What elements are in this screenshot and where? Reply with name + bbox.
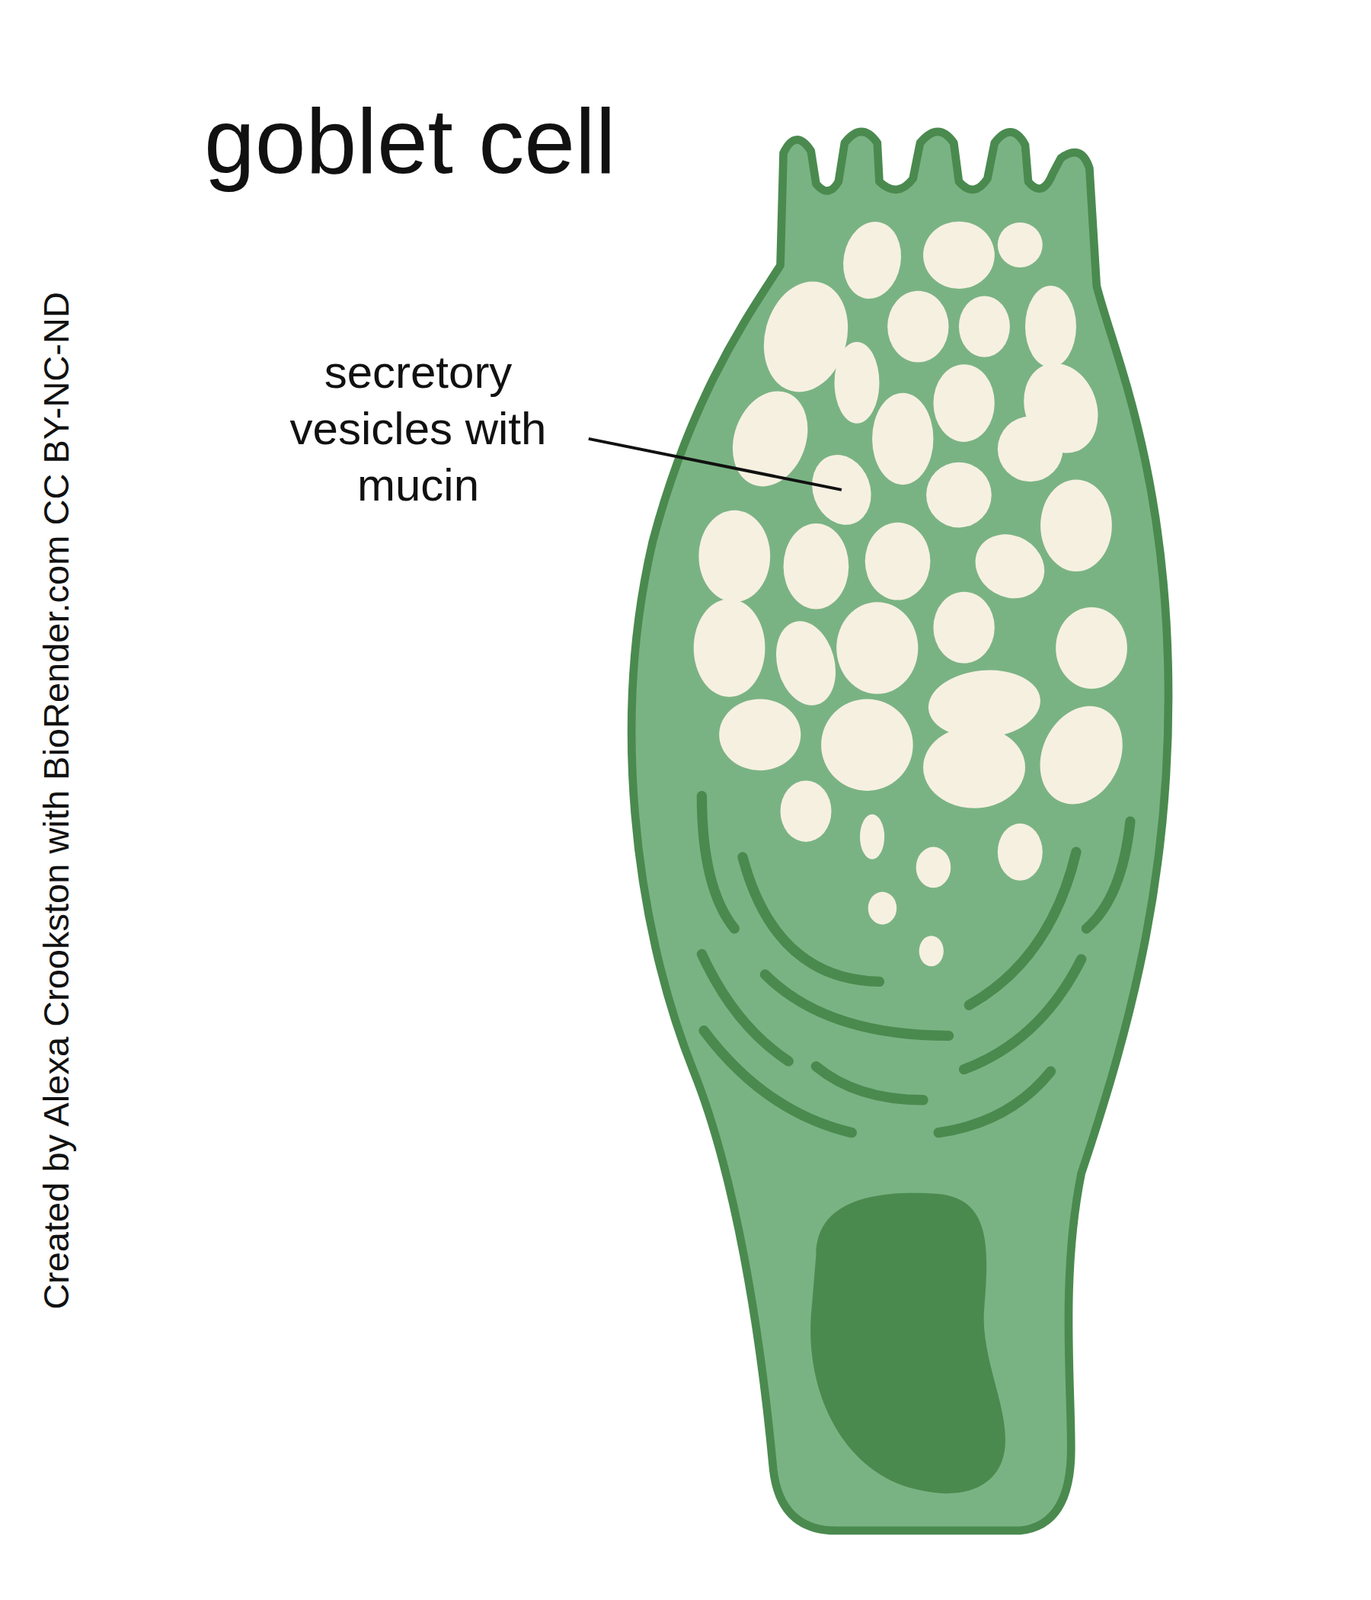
mucin-vesicle [698,510,771,603]
mucin-vesicle [719,698,801,771]
golgi-cisterna [1086,821,1131,929]
mucin-vesicle [780,780,832,842]
mucin-vesicle [1040,479,1113,572]
mucin-vesicle [997,823,1043,881]
golgi-cisterna [938,1070,1051,1132]
mucin-vesicle [933,591,994,664]
mucin-vesicle [1055,607,1128,689]
mucin-vesicle [837,217,908,304]
diagram-title: goblet cell [204,95,616,187]
golgi-cisterna [701,795,735,929]
mucin-vesicle [997,415,1064,482]
mucin-vesicle [836,601,918,694]
mucin-vesicle [887,290,949,363]
mucin-vesicle [821,698,914,791]
mucin-vesicle [783,523,850,610]
nucleus [810,1192,1006,1493]
leader-line [588,438,842,490]
golgi-apparatus [701,795,1131,1133]
mucin-vesicle [997,222,1043,268]
mucin-vesicle [693,598,766,697]
mucin-vesicle [1024,692,1138,818]
mucin-vesicle [872,393,934,486]
mucin-vesicle [923,221,995,289]
mucin-vesicle [958,295,1010,357]
mucin-vesicle [766,613,845,712]
mucin-vesicle [859,814,885,860]
mucin-vesicle [868,891,898,925]
mucin-vesicle [919,935,944,966]
mucin-vesicle [933,364,994,442]
mucin-vesicle [834,341,880,424]
mucin-vesicle [719,380,821,497]
golgi-cisterna [815,1066,924,1100]
mucin-vesicle [923,726,1026,809]
golgi-cisterna [964,958,1082,1070]
mucin-vesicle [916,846,952,889]
mucin-vesicle [1025,285,1077,368]
cell-membrane [631,131,1169,1531]
mucin-vesicle [865,522,931,601]
mucin-vesicle [926,462,992,528]
golgi-cisterna [742,856,879,982]
callout-label: secretory vesicles with mucin [258,344,579,514]
golgi-cisterna [968,851,1077,1005]
golgi-cisterna [764,974,949,1036]
credit-watermark: Created by Alexa Crookston with BioRende… [33,267,80,1334]
